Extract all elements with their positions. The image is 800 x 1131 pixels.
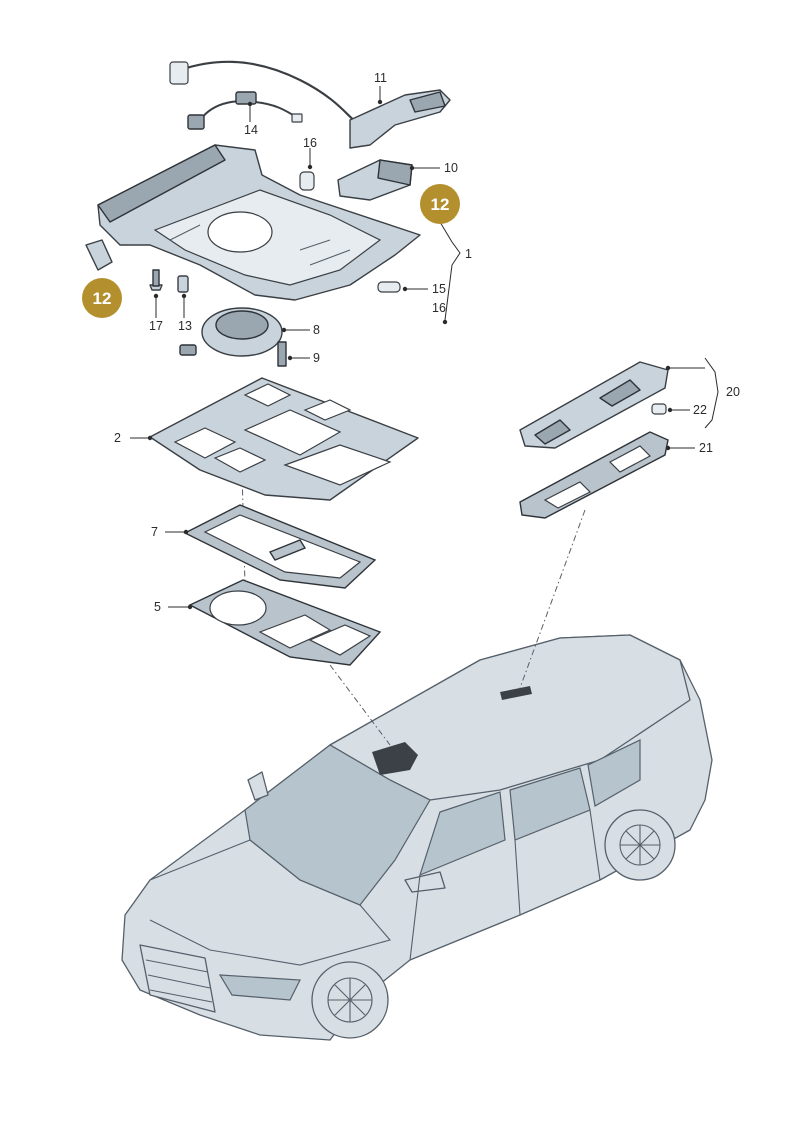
callout-5: 5 — [154, 600, 161, 614]
seal-7 — [183, 504, 377, 589]
bulb-15 — [377, 281, 401, 293]
gasket-5 — [188, 579, 382, 666]
screw-17 — [149, 269, 163, 291]
guide-line-rear — [519, 509, 586, 689]
clip-13 — [177, 275, 189, 293]
car-illustration — [121, 634, 713, 1041]
interior-lamp-8 — [179, 307, 283, 357]
screw-9 — [277, 341, 287, 367]
callout-13: 13 — [178, 319, 192, 333]
callout-14: 14 — [244, 123, 258, 137]
roof-console-housing — [97, 144, 421, 301]
wiring-loom — [187, 91, 303, 130]
left-bracket — [85, 239, 113, 271]
callout-8: 8 — [313, 323, 320, 337]
callout-16-top: 16 — [303, 136, 317, 150]
badge-12-right-label: 12 — [431, 195, 450, 214]
callout-16-bottom: 16 — [432, 301, 446, 315]
badge-12-left-label: 12 — [93, 289, 112, 308]
rear-console-20 — [519, 361, 669, 449]
trim-panel-2 — [149, 377, 419, 501]
rear-lens-21 — [519, 431, 669, 519]
rear-console-location — [500, 686, 532, 700]
wiring-harness — [169, 60, 451, 149]
callout-17: 17 — [149, 319, 163, 333]
callout-11: 11 — [374, 71, 387, 85]
callout-10: 10 — [444, 161, 458, 175]
control-module — [337, 159, 413, 201]
callout-1: 1 — [465, 247, 472, 261]
bulb-top — [299, 171, 315, 191]
callout-21: 21 — [699, 441, 713, 455]
badge-12-right[interactable]: 12 — [420, 184, 460, 224]
callout-7: 7 — [151, 525, 158, 539]
callout-9: 9 — [313, 351, 320, 365]
callout-15: 15 — [432, 282, 446, 296]
callout-2: 2 — [114, 431, 121, 445]
front-console-location — [372, 742, 418, 775]
leader-lines — [130, 86, 719, 610]
guide-line-front — [329, 664, 391, 746]
callout-22: 22 — [693, 403, 707, 417]
callout-20: 20 — [726, 385, 740, 399]
badge-12-left[interactable]: 12 — [82, 278, 122, 318]
